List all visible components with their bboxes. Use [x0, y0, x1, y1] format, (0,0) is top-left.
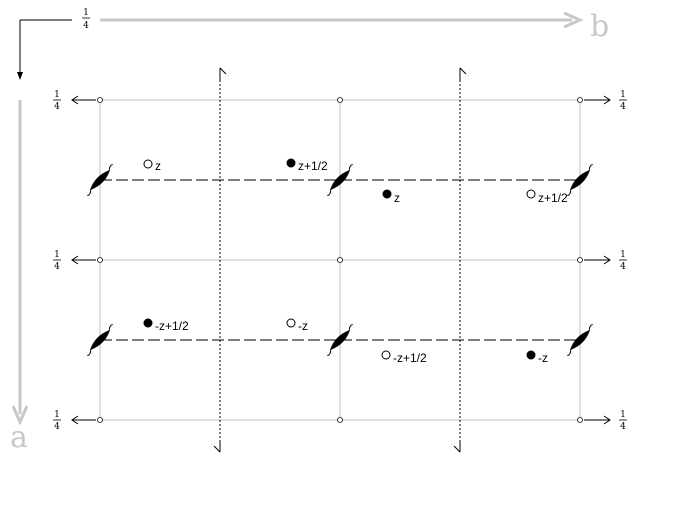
- origin-corner: 1 4: [17, 8, 90, 80]
- b-axis: b: [100, 9, 609, 44]
- atom-2-marker: [382, 189, 392, 199]
- atom-6-label: -z+1/2: [393, 351, 427, 365]
- atom-2: z: [382, 189, 400, 205]
- svg-text:1: 1: [54, 250, 60, 260]
- atom-0: z: [143, 159, 161, 173]
- screw-axis-symbol-4: [327, 323, 353, 357]
- svg-text:1: 1: [620, 410, 626, 420]
- atom-4: -z+1/2: [143, 318, 189, 333]
- atom-positions: z z+1/2 z z+1/2 -z+1/2 -z -z+1/2 -z: [143, 158, 568, 365]
- svg-text:4: 4: [620, 262, 626, 272]
- fraction-left-mid: 1 4: [53, 250, 61, 272]
- svg-text:4: 4: [54, 102, 60, 112]
- screw-axis-symbol-3: [87, 323, 113, 357]
- corner-fraction-num: 1: [83, 8, 89, 18]
- atom-5-marker: [286, 318, 296, 328]
- atom-7: -z: [526, 350, 548, 365]
- svg-text:4: 4: [54, 262, 60, 272]
- atom-0-marker: [143, 159, 153, 169]
- fraction-right-bottom: 1 4: [619, 410, 627, 432]
- screw-axis-symbol-5: [567, 323, 593, 357]
- atom-6: -z+1/2: [381, 350, 427, 365]
- b-axis-label: b: [590, 9, 609, 44]
- atom-5-label: -z: [298, 319, 308, 333]
- screw-axis-symbol-0: [87, 163, 113, 197]
- screw-axis-symbol-1: [327, 163, 353, 197]
- inversion-centers: [97, 97, 583, 423]
- screw-axis-symbol-2: [567, 163, 593, 197]
- fraction-left-top: 1 4: [53, 90, 61, 112]
- atom-7-marker: [526, 350, 536, 360]
- atom-1-marker: [286, 158, 296, 168]
- svg-text:4: 4: [54, 422, 60, 432]
- atom-5: -z: [286, 318, 308, 333]
- atom-4-marker: [143, 318, 153, 328]
- screw-axis-arrows: [71, 95, 611, 425]
- atom-7-label: -z: [538, 351, 548, 365]
- corner-fraction-den: 4: [83, 21, 89, 31]
- height-fractions: 1 4 1 4 1 4 1 4 1 4 1 4: [53, 90, 627, 432]
- svg-text:4: 4: [620, 102, 626, 112]
- screw-axis-symbols: [87, 163, 593, 357]
- atom-0-label: z: [155, 159, 161, 173]
- atom-2-label: z: [394, 191, 400, 205]
- a-axis-label: a: [10, 420, 28, 455]
- fraction-right-top: 1 4: [619, 90, 627, 112]
- atom-3: z+1/2: [526, 189, 568, 205]
- glide-planes: [213, 67, 467, 453]
- atom-6-marker: [381, 350, 391, 360]
- atom-1-label: z+1/2: [298, 159, 328, 173]
- atom-4-label: -z+1/2: [155, 319, 189, 333]
- atom-1: z+1/2: [286, 158, 328, 173]
- fraction-right-mid: 1 4: [619, 250, 627, 272]
- svg-text:1: 1: [620, 250, 626, 260]
- svg-text:4: 4: [620, 422, 626, 432]
- atom-3-marker: [526, 189, 536, 199]
- a-axis: a: [10, 100, 29, 455]
- svg-text:1: 1: [54, 90, 60, 100]
- atom-3-label: z+1/2: [538, 191, 568, 205]
- fraction-left-bottom: 1 4: [53, 410, 61, 432]
- svg-text:1: 1: [620, 90, 626, 100]
- svg-text:1: 1: [54, 410, 60, 420]
